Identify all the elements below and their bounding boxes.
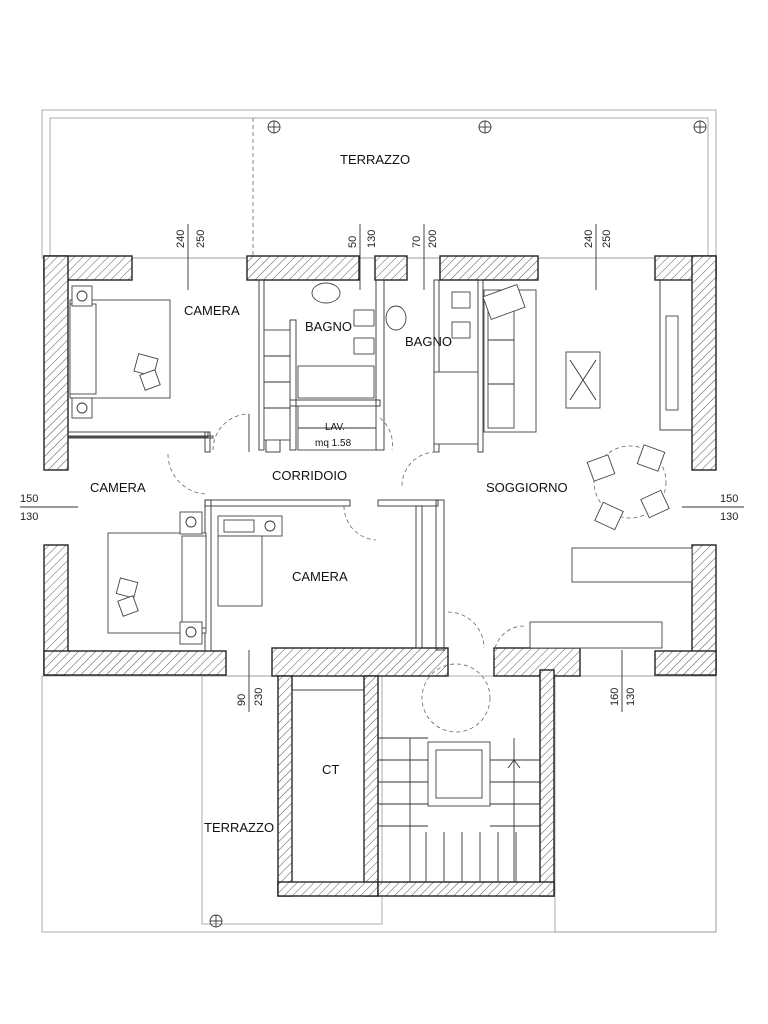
dim-bottom-left-b: 230 bbox=[253, 688, 265, 706]
label-laundry: LAV. bbox=[325, 422, 345, 433]
label-bedroom-left: CAMERA bbox=[90, 480, 146, 495]
laundry-fixtures bbox=[297, 405, 377, 451]
dim-bottom-left-a: 90 bbox=[236, 694, 248, 706]
column-marker bbox=[478, 120, 492, 134]
dim-bottom-right-b: 130 bbox=[625, 688, 637, 706]
label-bath-1: BAGNO bbox=[305, 319, 352, 334]
label-bath-2: BAGNO bbox=[405, 334, 452, 349]
coffee-table bbox=[565, 351, 601, 409]
dim-top-bath1-b: 130 bbox=[366, 230, 378, 248]
dim-right-a: 150 bbox=[720, 493, 738, 505]
sofa bbox=[482, 283, 537, 433]
door-swings bbox=[167, 413, 525, 657]
dim-left-a: 150 bbox=[20, 493, 38, 505]
label-terrace-bottom: TERRAZZO bbox=[204, 820, 274, 835]
dim-top-bath2-b: 200 bbox=[427, 230, 439, 248]
label-laundry-area: mq 1.58 bbox=[315, 438, 352, 449]
dim-right-b: 130 bbox=[720, 511, 738, 523]
column-marker bbox=[267, 120, 281, 134]
label-technical: CT bbox=[322, 762, 339, 777]
label-corridor: CORRIDOIO bbox=[272, 468, 347, 483]
dim-top-bath2-a: 70 bbox=[411, 236, 423, 248]
bath2-fixtures bbox=[385, 291, 479, 445]
dimension-ticks bbox=[20, 224, 744, 712]
exterior-walls bbox=[43, 255, 717, 897]
dim-top-left-b: 250 bbox=[195, 230, 207, 248]
bed-left bbox=[107, 511, 207, 645]
dim-left-b: 130 bbox=[20, 511, 38, 523]
interior-walls bbox=[67, 279, 693, 652]
label-bedroom-top: CAMERA bbox=[184, 303, 240, 318]
dim-bottom-right-a: 160 bbox=[609, 688, 621, 706]
terrace-top-outline bbox=[41, 109, 717, 259]
dim-top-left-a: 240 bbox=[175, 230, 187, 248]
label-terrace-top: TERRAZZO bbox=[340, 152, 410, 167]
ct-room bbox=[291, 689, 365, 883]
desk-center bbox=[217, 515, 283, 607]
tv-cabinet bbox=[665, 315, 679, 411]
dim-top-right-a: 240 bbox=[583, 230, 595, 248]
dim-top-bath1-a: 50 bbox=[347, 236, 359, 248]
dim-top-right-b: 250 bbox=[601, 230, 613, 248]
bed-top bbox=[69, 285, 171, 419]
column-marker bbox=[209, 914, 223, 928]
label-living: SOGGIORNO bbox=[486, 480, 568, 495]
dining-table bbox=[586, 444, 670, 531]
column-marker bbox=[693, 120, 707, 134]
kitchen-counter bbox=[529, 547, 693, 649]
staircase bbox=[378, 663, 540, 882]
label-bedroom-center: CAMERA bbox=[292, 569, 348, 584]
bath1-fixtures bbox=[263, 282, 375, 441]
